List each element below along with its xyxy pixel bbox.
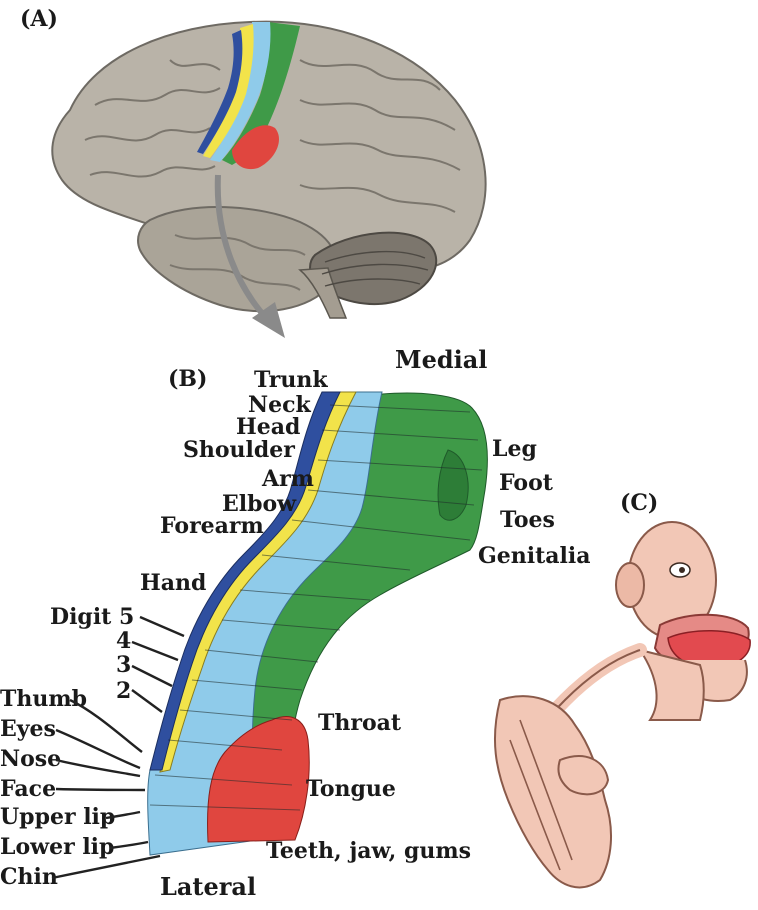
homunculus-pupil [679, 567, 685, 573]
label-chin: Chin [0, 864, 58, 890]
label-digit2: 2 [116, 678, 131, 704]
label-tongue: Tongue [306, 776, 396, 802]
label-face: Face [0, 776, 56, 802]
label-nose: Nose [0, 746, 61, 772]
label-teeth: Teeth, jaw, gums [266, 838, 471, 864]
label-toes: Toes [500, 507, 555, 533]
label-arm: Arm [261, 466, 314, 492]
label-thumb: Thumb [0, 686, 87, 712]
homunculus-strip: Medial (B) Trunk Neck Head Shoulder Arm … [0, 345, 591, 901]
homunculus-ear [616, 563, 644, 607]
label-lower-lip: Lower lip [0, 834, 114, 860]
label-lateral: Lateral [160, 872, 256, 901]
label-throat: Throat [318, 710, 402, 736]
label-forearm: Forearm [160, 513, 264, 539]
label-panel-c: (C) [620, 490, 658, 516]
label-panel-b: (B) [168, 366, 207, 392]
label-digit5: Digit 5 [50, 604, 134, 630]
label-hand: Hand [140, 570, 206, 596]
label-leg: Leg [492, 436, 537, 462]
label-shoulder: Shoulder [183, 437, 295, 463]
label-eyes: Eyes [0, 716, 56, 742]
label-digit3: 3 [116, 652, 131, 678]
label-upper-lip: Upper lip [0, 804, 115, 830]
label-genitalia: Genitalia [478, 543, 591, 569]
label-digit4: 4 [116, 628, 131, 654]
label-panel-a: (A) [20, 6, 58, 32]
brain-illustration [52, 22, 485, 338]
label-medial: Medial [395, 345, 487, 374]
label-trunk: Trunk [254, 367, 328, 393]
label-foot: Foot [499, 470, 554, 496]
